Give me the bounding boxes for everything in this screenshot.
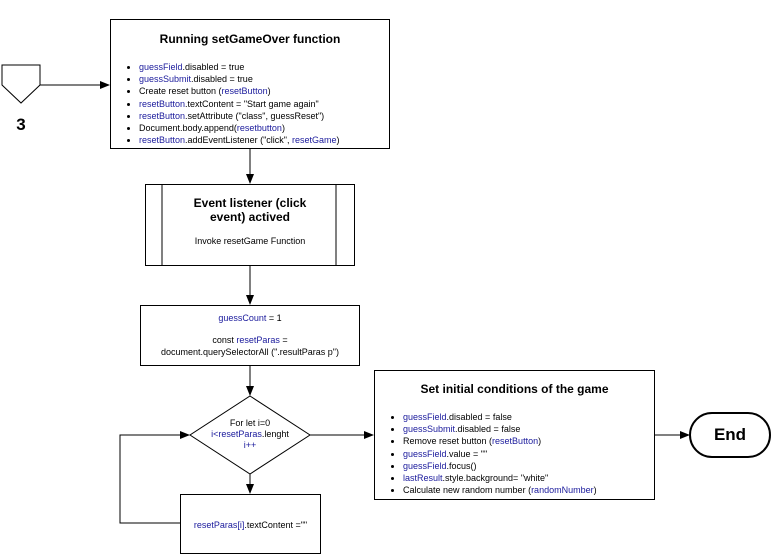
- set-initial-conditions-list: guessField.disabled = false guessSubmit.…: [375, 411, 654, 496]
- list-item: Calculate new random number (randomNumbe…: [403, 484, 654, 496]
- event-listener-subtitle: Invoke resetGame Function: [194, 236, 306, 246]
- list-item: Create reset button (resetButton): [139, 85, 389, 97]
- event-listener-title: Event listener (click event) actived: [193, 196, 307, 224]
- loop-body-box: resetParas[i].textContent ="": [180, 494, 321, 554]
- init-line-query: document.querySelectorAll (".resultParas…: [161, 347, 339, 357]
- set-game-over-list: guessField.disabled = true guessSubmit.d…: [111, 61, 389, 146]
- loop-decision-label: For let i=0 i<resetParas.lenght i++: [211, 418, 289, 450]
- event-listener-box: Event listener (click event) actived Inv…: [145, 184, 355, 266]
- list-item: guessSubmit.disabled = true: [139, 73, 389, 85]
- set-game-over-title: Running setGameOver function: [159, 32, 341, 46]
- init-variables-box: guessCount = 1 const resetParas = docume…: [140, 305, 360, 366]
- list-item: Document.body.append(resetbutton): [139, 122, 389, 134]
- arrow-loop-back: [119, 431, 190, 524]
- list-item: guessField.value = "": [403, 448, 654, 460]
- list-item: Remove reset button (resetButton): [403, 435, 654, 447]
- list-item: guessField.focus(): [403, 460, 654, 472]
- list-item: guessField.disabled = true: [139, 61, 389, 73]
- list-item: resetButton.addEventListener ("click", r…: [139, 134, 389, 146]
- end-terminal-label: End: [713, 425, 747, 444]
- set-initial-conditions-title: Set initial conditions of the game: [420, 382, 609, 396]
- list-item: resetButton.setAttribute ("class", guess…: [139, 110, 389, 122]
- list-item: guessField.disabled = false: [403, 411, 654, 423]
- list-item: lastResult.style.background= "white": [403, 472, 654, 484]
- connector-label: 3: [16, 115, 26, 134]
- offpage-connector-shape: [1, 64, 41, 104]
- list-item: resetButton.textContent = "Start game ag…: [139, 98, 389, 110]
- end-terminal-shape: [689, 412, 771, 458]
- set-initial-conditions-box: Set initial conditions of the game guess…: [374, 370, 655, 500]
- init-line-reset-paras: const resetParas =: [212, 335, 288, 345]
- init-line-guess-count: guessCount = 1: [218, 313, 282, 323]
- list-item: guessSubmit.disabled = false: [403, 423, 654, 435]
- set-game-over-box: Running setGameOver function guessField.…: [110, 19, 390, 149]
